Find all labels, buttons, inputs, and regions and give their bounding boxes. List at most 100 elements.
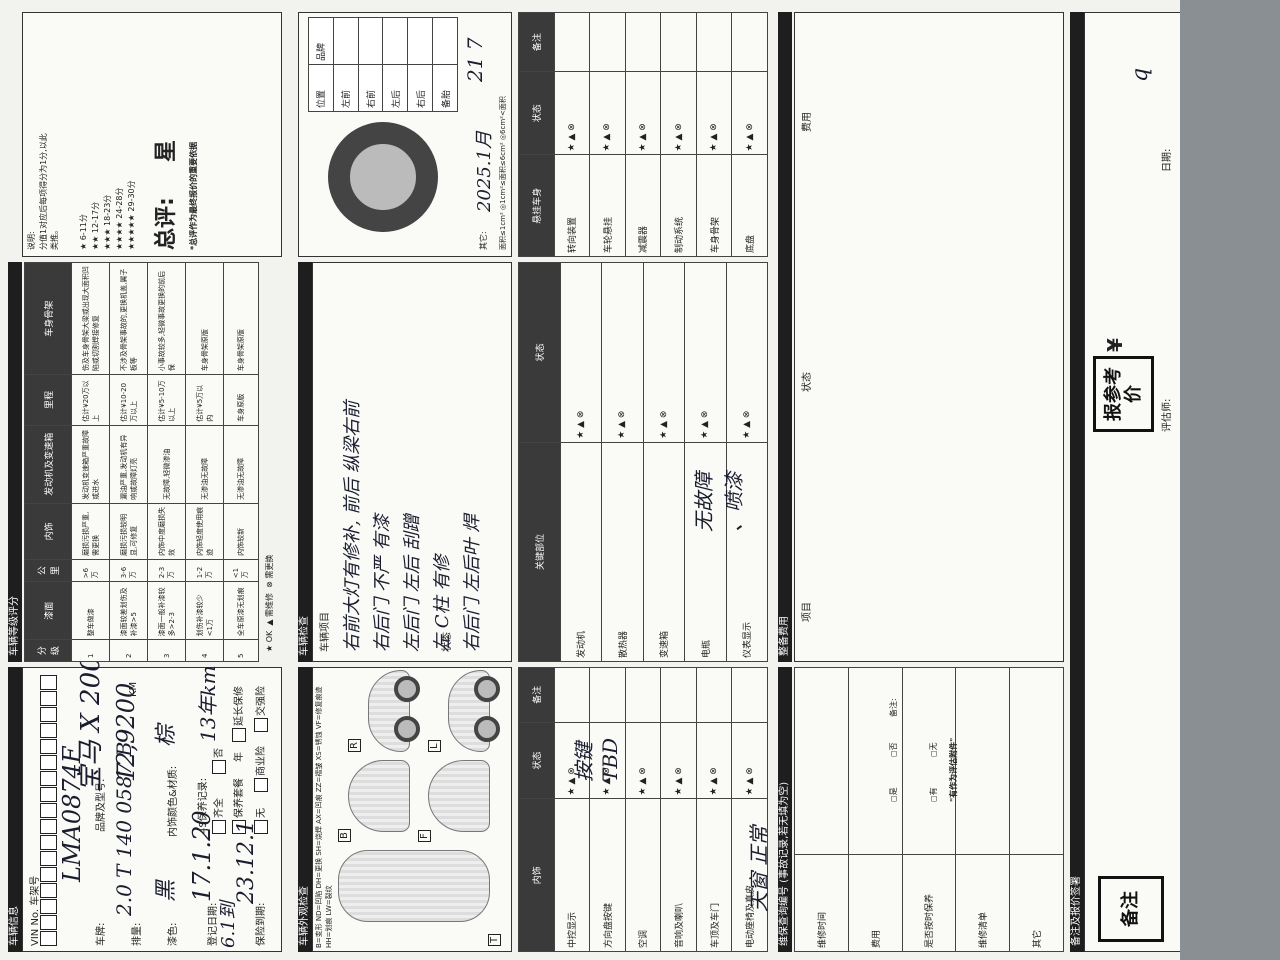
cross-circle-icon[interactable]: ⊗ <box>741 410 752 419</box>
insurance-opt-commercial[interactable]: 商业险 <box>252 746 268 792</box>
car-rear-view[interactable] <box>348 760 410 832</box>
note-cell[interactable] <box>589 667 626 723</box>
star-icon[interactable]: ★ <box>744 787 755 796</box>
star-icon[interactable]: ★ <box>566 787 577 796</box>
maint-opt-yes[interactable]: ◻是 <box>889 787 898 802</box>
note-cell[interactable] <box>554 12 590 72</box>
maintenance-value[interactable] <box>955 667 1010 855</box>
triangle-icon[interactable]: ▲ <box>575 420 586 428</box>
triangle-icon[interactable]: ▲ <box>741 420 752 428</box>
cross-circle-icon[interactable]: ⊗ <box>575 410 586 419</box>
star-icon[interactable]: ★ <box>602 143 613 152</box>
triangle-icon[interactable]: ▲ <box>617 420 628 428</box>
cross-circle-icon[interactable]: ⊗ <box>602 123 613 131</box>
maintenance-value[interactable] <box>848 667 903 855</box>
status-cell[interactable]: ★ ▲ ⊗ <box>696 71 732 155</box>
status-cell[interactable]: ★ ▲ ⊗ <box>554 71 590 155</box>
vin-boxes[interactable] <box>40 674 60 946</box>
list-item: 制动系统★ ▲ ⊗ <box>660 12 697 257</box>
status-cell[interactable]: ★ ▲ ⊗ <box>731 722 768 799</box>
insurance-opt-none[interactable]: 无 <box>252 808 268 834</box>
triangle-icon[interactable]: ▲ <box>709 777 720 785</box>
star-icon[interactable]: ★ <box>637 143 648 152</box>
star-icon[interactable]: ★ <box>673 143 684 152</box>
status-cell[interactable]: ★ ▲ ⊗ <box>684 262 726 443</box>
repair-cost-header: 整备费用 <box>778 12 792 662</box>
car-front-view[interactable] <box>428 760 490 832</box>
car-top-view[interactable] <box>338 850 490 922</box>
status-cell[interactable]: ★ ▲ ⊗ <box>660 722 697 799</box>
triangle-icon[interactable]: ▲ <box>602 133 613 141</box>
note-cell[interactable] <box>625 12 661 72</box>
note-cell[interactable] <box>589 12 626 72</box>
star-icon[interactable]: ★ <box>744 143 755 152</box>
triangle-icon[interactable]: ▲ <box>637 133 648 141</box>
status-cell[interactable]: ★ ▲ ⊗ <box>731 71 768 155</box>
cross-circle-icon[interactable]: ⊗ <box>700 410 711 419</box>
star-icon[interactable]: ★ <box>602 787 613 796</box>
status-cell[interactable]: ★ ▲ ⊗ <box>601 262 643 443</box>
maint-opt-have[interactable]: ◻有 <box>929 787 938 802</box>
cross-circle-icon[interactable]: ⊗ <box>617 410 628 419</box>
cross-circle-icon[interactable]: ⊗ <box>744 767 755 775</box>
records-opt-full[interactable]: 齐全 <box>210 798 226 834</box>
star-icon[interactable]: ★ <box>617 430 628 439</box>
maintenance-header: 维保查询编号 (事故记录,若无填为空) <box>778 667 792 952</box>
note-cell[interactable] <box>554 667 590 723</box>
star-icon[interactable]: ★ <box>575 430 586 439</box>
note-cell[interactable] <box>696 667 732 723</box>
status-cell[interactable]: ★ ▲ ⊗ <box>589 71 626 155</box>
cross-circle-icon[interactable]: ⊗ <box>658 410 669 419</box>
cross-circle-icon[interactable]: ⊗ <box>709 767 720 775</box>
note-cell[interactable] <box>660 12 697 72</box>
star-icon[interactable]: ★ <box>566 143 577 152</box>
cross-circle-icon[interactable]: ⊗ <box>673 123 684 131</box>
note-cell[interactable] <box>696 12 732 72</box>
triangle-icon[interactable]: ▲ <box>673 133 684 141</box>
note-cell[interactable] <box>625 667 661 723</box>
status-cell[interactable]: ★ ▲ ⊗ <box>625 722 661 799</box>
interior-label: 内饰颜色&材质: <box>168 765 179 837</box>
triangle-icon[interactable]: ▲ <box>744 777 755 785</box>
note-cell[interactable] <box>731 12 768 72</box>
grading-cell: 磨损污损严重,需更换 <box>71 503 110 560</box>
maintenance-value[interactable] <box>794 667 849 855</box>
star-icon[interactable]: ★ <box>709 787 720 796</box>
status-cell[interactable]: ★ ▲ ⊗ <box>696 722 732 799</box>
triangle-icon[interactable]: ▲ <box>709 133 720 141</box>
status-cell[interactable]: ★ ▲ ⊗ <box>560 262 602 443</box>
service-opt-extend[interactable]: 延长保修 <box>230 686 246 742</box>
note-cell[interactable] <box>731 667 768 723</box>
star-icon[interactable]: ★ <box>637 787 648 796</box>
note-cell[interactable] <box>660 667 697 723</box>
status-cell[interactable]: ★ ▲ ⊗ <box>726 262 768 443</box>
triangle-icon[interactable]: ▲ <box>566 133 577 141</box>
maintenance-value[interactable] <box>1009 667 1064 855</box>
star-icon[interactable]: ★ <box>673 787 684 796</box>
star-icon[interactable]: ★ <box>741 430 752 439</box>
maint-attach: "有作为评估附件" <box>949 737 958 802</box>
star-icon[interactable]: ★ <box>709 143 720 152</box>
signature-handwritten: q <box>1128 67 1153 82</box>
status-cell[interactable]: ★ ▲ ⊗ <box>625 71 661 155</box>
maint-opt-no[interactable]: ◻否 <box>889 742 898 757</box>
cross-circle-icon[interactable]: ⊗ <box>637 123 648 131</box>
cross-circle-icon[interactable]: ⊗ <box>637 767 648 775</box>
grading-cell: 估计¥5-10万以上 <box>147 374 186 426</box>
status-cell[interactable]: ★ ▲ ⊗ <box>660 71 697 155</box>
records-opt-no[interactable]: 否 <box>210 748 226 774</box>
star-icon[interactable]: ★ <box>700 430 711 439</box>
status-cell[interactable]: ★ ▲ ⊗ <box>643 262 685 443</box>
triangle-icon[interactable]: ▲ <box>658 420 669 428</box>
cross-circle-icon[interactable]: ⊗ <box>566 123 577 131</box>
insurance-opt-compulsory[interactable]: 交强险 <box>252 686 268 732</box>
triangle-icon[interactable]: ▲ <box>673 777 684 785</box>
cross-circle-icon[interactable]: ⊗ <box>673 767 684 775</box>
triangle-icon[interactable]: ▲ <box>637 777 648 785</box>
maint-opt-none[interactable]: ◻无 <box>929 742 938 757</box>
triangle-icon[interactable]: ▲ <box>744 133 755 141</box>
star-icon[interactable]: ★ <box>658 430 669 439</box>
cross-circle-icon[interactable]: ⊗ <box>709 123 720 131</box>
cross-circle-icon[interactable]: ⊗ <box>744 123 755 131</box>
triangle-icon[interactable]: ▲ <box>700 420 711 428</box>
